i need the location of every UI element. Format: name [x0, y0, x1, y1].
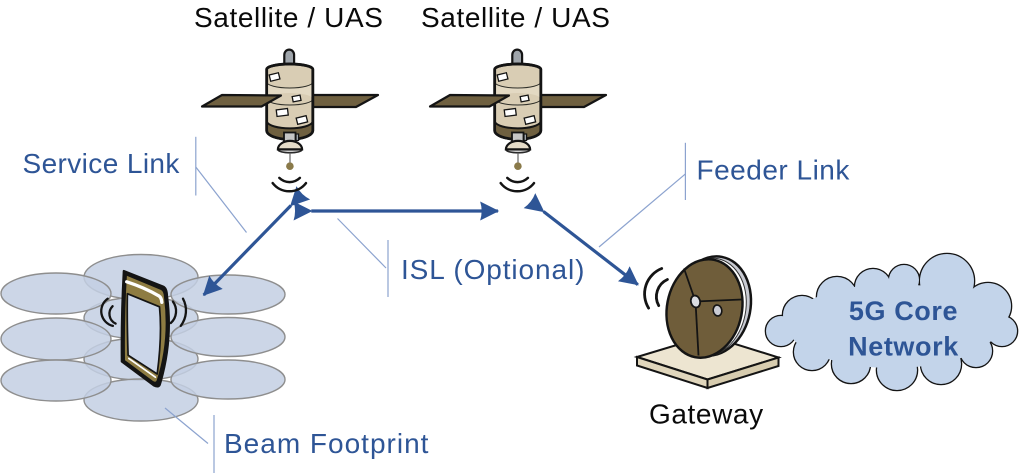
svg-text:Beam Footprint: Beam Footprint: [224, 428, 429, 459]
svg-text:Satellite / UAS: Satellite / UAS: [421, 2, 611, 33]
svg-text:Feeder Link: Feeder Link: [697, 155, 851, 186]
svg-text:Network: Network: [848, 332, 959, 362]
svg-text:Service Link: Service Link: [23, 148, 181, 179]
svg-text:5G Core: 5G Core: [849, 296, 958, 326]
svg-text:Satellite / UAS: Satellite / UAS: [194, 2, 384, 33]
svg-text:Gateway: Gateway: [649, 399, 764, 430]
svg-text:ISL (Optional): ISL (Optional): [401, 254, 585, 285]
